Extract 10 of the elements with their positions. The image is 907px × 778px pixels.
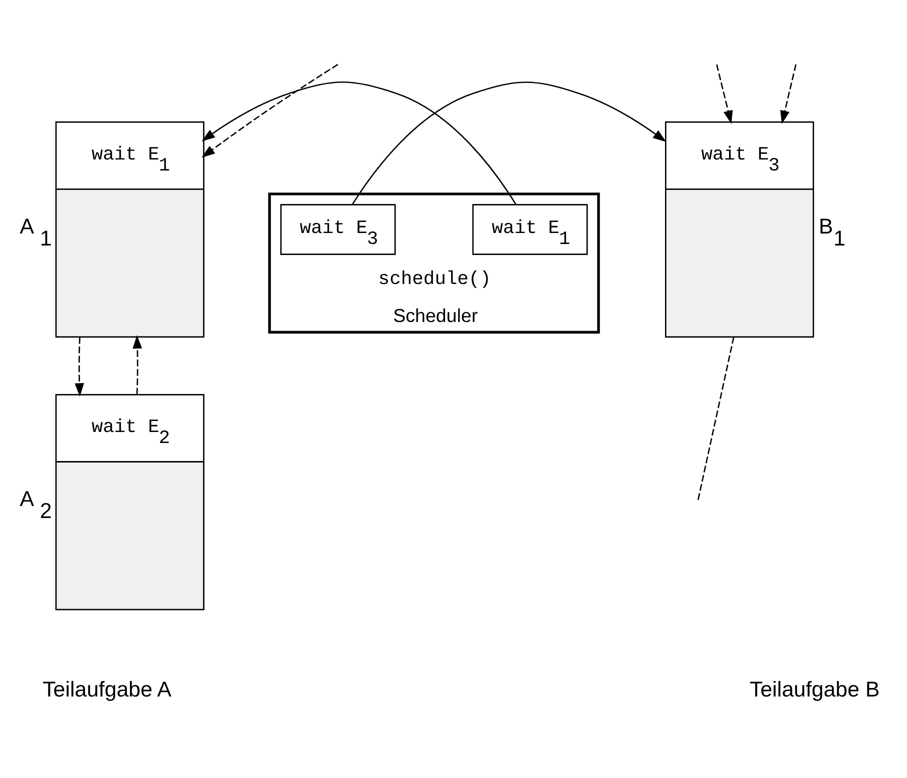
- arrow: [780, 64, 797, 124]
- arrow: [202, 80, 516, 204]
- label: Teilaufgabe A: [42, 677, 172, 702]
- arrow: [132, 334, 142, 394]
- label: Teilaufgabe B: [750, 677, 880, 702]
- arrow: [202, 63, 338, 158]
- arrow: [74, 336, 84, 396]
- connector: [697, 336, 734, 500]
- arrow: [716, 64, 733, 124]
- arrow: [352, 81, 666, 204]
